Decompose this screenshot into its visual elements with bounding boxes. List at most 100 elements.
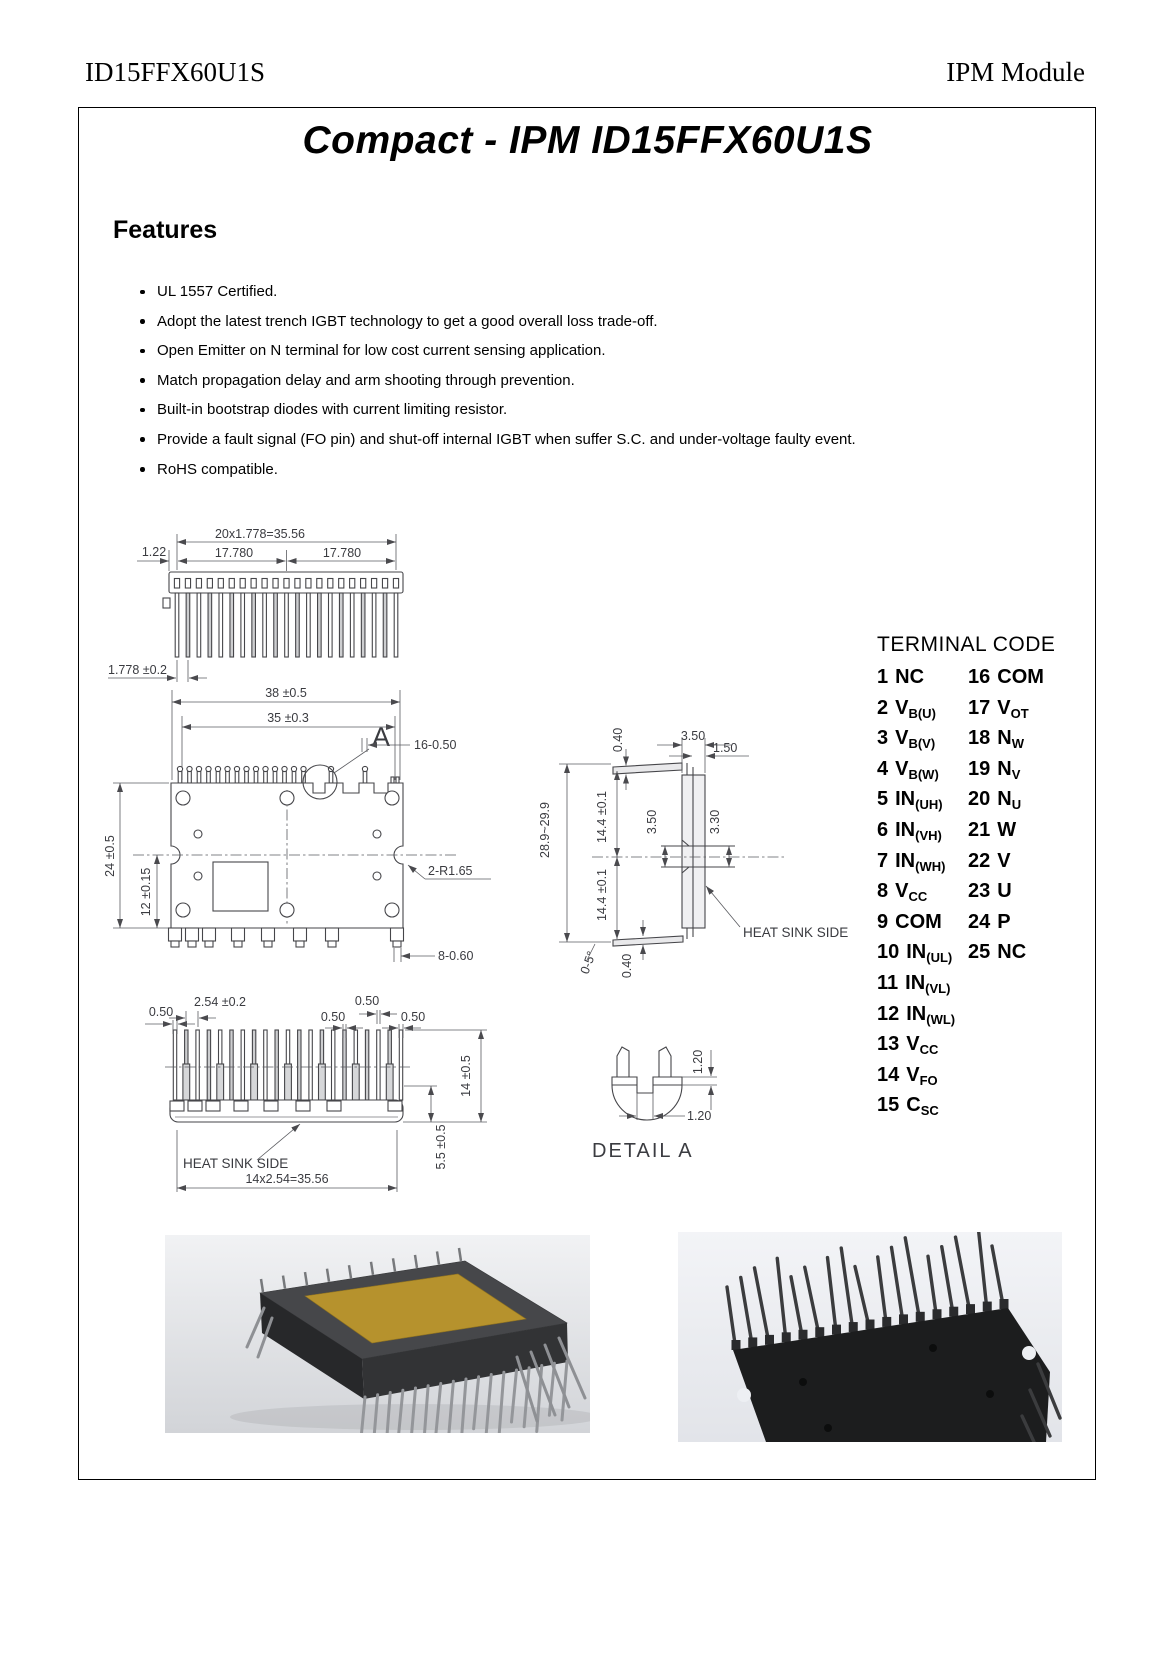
terminal-subscript: B(U) [908,705,936,721]
content-border-box [78,107,1096,1480]
terminal-number: 8 [877,880,889,903]
dim-label: 0.40 [611,728,625,752]
dim-label: 3.30 [708,810,722,834]
terminal-number: 9 [877,910,889,933]
feature-item: Adopt the latest trench IGBT technology … [137,313,1037,330]
terminal-subscript: (VH) [915,827,942,843]
dim-label: 14.4 ±0.1 [595,869,609,921]
terminal-number: 13 [877,1033,900,1056]
feature-item: Provide a fault signal (FO pin) and shut… [137,431,1037,448]
terminal-number: 4 [877,757,889,780]
terminal-row: 18 NW [968,727,1044,758]
terminal-label: N [997,727,1012,750]
terminal-label: U [997,880,1012,903]
terminal-label: IN [905,971,926,994]
terminal-label: IN [895,818,916,841]
terminal-label: V [906,1033,920,1056]
terminal-subscript: B(W) [908,766,939,782]
terminal-subscript: U [1011,797,1022,813]
dim-label: 0.40 [620,954,634,978]
dim-label: 24 ±0.5 [103,835,117,877]
terminal-label: P [997,910,1011,933]
terminal-number: 17 [968,696,991,719]
terminal-subscript: OT [1010,705,1029,721]
drawing-front-view: 20x1.778=35.56 1.22 17.780 17.780 1.778 … [108,527,404,682]
dim-label: 8-0.60 [438,949,473,963]
terminal-subscript: B(V) [908,736,936,752]
drawing-top-view: 38 ±0.5 35 ±0.3 A 16-0.50 [103,686,491,963]
terminal-label: V [906,1063,920,1086]
terminal-number: 20 [968,788,991,811]
dim-label: 16-0.50 [414,738,456,752]
terminal-subscript: SC [920,1103,939,1119]
terminal-number: 6 [877,818,889,841]
terminal-subscript: (UL) [926,950,953,966]
features-heading: Features [113,216,218,244]
terminal-number: 25 [968,941,991,964]
drawing-detail-a: 1.20 1.20 DETAIL A [592,1046,717,1162]
page-title: Compact - IPM ID15FFX60U1S [302,119,873,162]
dim-label: 2.54 ±0.2 [194,995,246,1009]
terminal-row: 6 IN(VH) [877,819,955,850]
dim-label: 1.20 [687,1109,711,1123]
detail-a-label: DETAIL A [592,1140,694,1162]
terminal-label: V [895,757,909,780]
dim-label: 5.5 ±0.5 [434,1124,448,1169]
dim-label: 0.50 [355,994,379,1008]
terminal-label: W [997,818,1017,841]
dim-label: 1.778 ±0.2 [108,663,167,677]
terminal-number: 24 [968,910,991,933]
terminal-label: NC [895,666,925,688]
module-gold-plate [304,1273,527,1344]
terminal-number: 15 [877,1094,900,1117]
dim-label: 12 ±0.15 [139,868,153,917]
module-bottom-face [733,1308,1050,1442]
terminal-number: 1 [877,666,889,688]
terminal-label: N [997,788,1012,811]
header-module-type: IPM Module [946,57,1085,87]
drawing-bottom-view: 0.50 2.54 ±0.2 0.50 0.50 0.50 [145,994,487,1192]
terminal-number: 14 [877,1063,900,1086]
terminal-number: 10 [877,941,900,964]
dim-label: 1.50 [713,741,737,755]
terminal-label: N [997,757,1012,780]
terminal-label: IN [895,849,916,872]
dim-label: 1.22 [142,545,166,559]
product-photo-top-view [165,1235,590,1433]
dim-label: 0.50 [149,1005,173,1019]
terminal-label: V [997,849,1011,872]
terminal-row: 20 NU [968,788,1044,819]
terminal-label: V [895,880,909,903]
dim-label: 0-5° [578,949,599,975]
detail-callout-label: A [372,722,390,752]
terminal-label: COM [997,666,1044,688]
dim-label: 38 ±0.5 [265,686,307,700]
terminal-row: 9 COM [877,911,955,942]
product-photo-bottom-view [678,1232,1062,1442]
dim-label: 0.50 [321,1010,345,1024]
terminal-number: 18 [968,727,991,750]
terminal-subscript: W [1011,736,1024,752]
terminal-number: 3 [877,727,889,750]
terminal-row: 24 P [968,911,1044,942]
feature-item: Match propagation delay and arm shooting… [137,372,1037,389]
module-left-face [260,1293,364,1399]
terminal-label: COM [895,910,942,933]
feature-item: RoHS compatible. [137,461,1037,478]
dim-label: 28.9~29.9 [538,802,552,858]
